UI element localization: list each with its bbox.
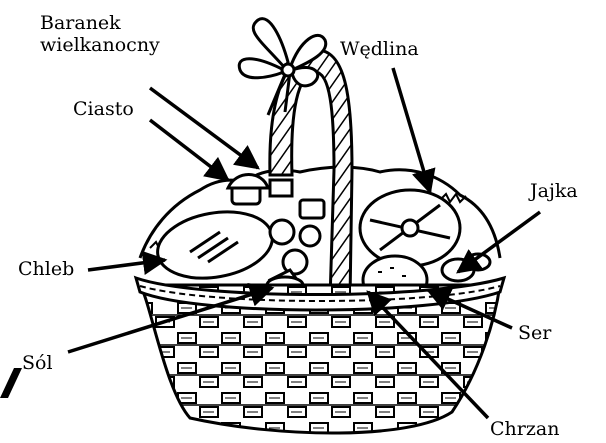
label-chrzan: Chrzan: [490, 418, 559, 440]
label-sol: Sól: [22, 352, 53, 374]
label-wedlina: Wędlina: [340, 38, 419, 60]
arrow-ciasto: [150, 120, 228, 180]
arrow-chleb: [88, 260, 165, 270]
edge-slash: [0, 368, 22, 398]
label-ser: Ser: [518, 322, 551, 344]
arrow-baranek: [150, 88, 258, 168]
label-chleb: Chleb: [18, 258, 74, 280]
label-jajka: Jajka: [530, 180, 578, 202]
label-baranek: Baranek wielkanocny: [40, 12, 210, 56]
label-ciasto: Ciasto: [73, 98, 134, 120]
